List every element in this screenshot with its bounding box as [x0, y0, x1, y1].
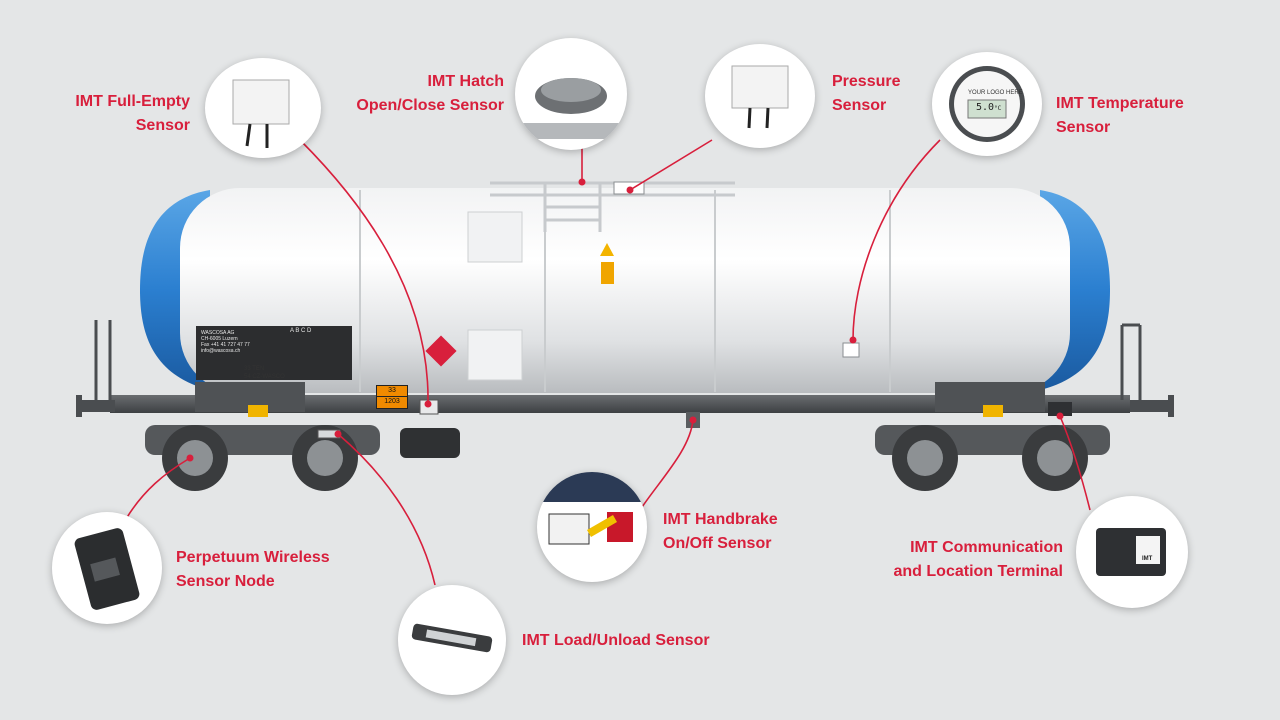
- load-unload-sensor-bubble: [398, 585, 506, 695]
- label-perpetuum-line2: Sensor Node: [176, 573, 275, 590]
- bogie-marker-left: [248, 405, 268, 417]
- underframe: [110, 395, 1130, 413]
- handbrake-icon: [537, 472, 647, 545]
- temp-reading-value: 5.0: [976, 102, 995, 113]
- label-hatch-line2: Open/Close Sensor: [356, 97, 504, 114]
- air-reservoir: [400, 428, 460, 458]
- label-temperature: IMT Temperature Sensor: [1056, 92, 1184, 140]
- label-communication-line1: IMT Communication: [910, 539, 1063, 556]
- tank-body: [180, 188, 1070, 393]
- label-temperature-line1: IMT Temperature: [1056, 95, 1184, 112]
- comm-brand: IMT: [1142, 556, 1153, 562]
- leader-dots: [186, 178, 1064, 462]
- hatch-icon: [520, 78, 622, 139]
- label-perpetuum: Perpetuum Wireless Sensor Node: [176, 546, 330, 594]
- pressure-box-icon: [731, 65, 789, 129]
- perpetuum-node-icon: [74, 528, 140, 610]
- tank-code-2: 54 CZ-WASCO: [244, 374, 285, 380]
- tank-temperature-device: [842, 342, 860, 358]
- label-temperature-line2: Sensor: [1056, 119, 1111, 136]
- pressure-sensor-bubble: [705, 44, 815, 148]
- communication-terminal-bubble: IMT: [1076, 496, 1188, 608]
- label-handbrake: IMT Handbrake On/Off Sensor: [663, 508, 778, 556]
- label-communication-line2: and Location Terminal: [893, 563, 1064, 580]
- leader-load-unload: [337, 433, 436, 586]
- temp-unit: °C: [994, 105, 1002, 112]
- leader-handbrake: [639, 419, 694, 511]
- buffer-right: [1130, 395, 1174, 417]
- lower-valve-panel: [467, 329, 523, 381]
- end-ladder-right: [1120, 323, 1142, 400]
- temperature-sensor-bubble: YOUR LOGO HERE 5.0°C: [932, 52, 1042, 156]
- label-pressure-line2: Sensor: [832, 97, 887, 114]
- label-pressure-line1: Pressure: [832, 73, 901, 90]
- label-full-empty: IMT Full-Empty Sensor: [40, 90, 190, 138]
- end-ladder-left: [94, 320, 112, 400]
- top-walkway: [490, 181, 735, 232]
- hazard-top: 33: [388, 387, 396, 394]
- load-unload-icon: [411, 623, 493, 653]
- leader-pressure: [629, 139, 713, 191]
- label-full-empty-line2: Sensor: [135, 117, 190, 134]
- label-pressure: Pressure Sensor: [832, 70, 901, 118]
- label-load-unload-line1: IMT Load/Unload Sensor: [522, 632, 710, 649]
- label-load-unload: IMT Load/Unload Sensor: [522, 629, 710, 653]
- tank-code: 33 TEN: [244, 366, 265, 372]
- hazard-panel: 33 1203: [376, 385, 408, 409]
- handbrake-sensor-bubble: [537, 472, 647, 582]
- comm-terminal-icon: [1096, 528, 1166, 576]
- full-empty-sensor-bubble: [205, 58, 321, 158]
- label-communication: IMT Communication and Location Terminal: [880, 536, 1064, 584]
- hazard-diamond: [425, 335, 457, 367]
- perpetuum-sensor-bubble: [52, 512, 162, 624]
- plate-code: A B C D: [290, 328, 312, 334]
- plate-fax: Fax +41 41 727 47 77: [201, 342, 250, 348]
- label-perpetuum-line1: Perpetuum Wireless: [176, 549, 330, 566]
- tank-plate-text: WASCOSA AG CH-6005 Luzern Fax +41 41 727…: [201, 330, 250, 354]
- plate-city: CH-6005 Luzern: [201, 336, 238, 342]
- temp-screen-brand: YOUR LOGO HERE: [968, 90, 1023, 96]
- label-handbrake-line1: IMT Handbrake: [663, 511, 778, 528]
- plate-company: WASCOSA AG: [201, 330, 235, 336]
- tank-data-plate: [196, 326, 352, 380]
- full-empty-box-icon: [232, 79, 290, 148]
- hatch-sensor-bubble: [515, 38, 627, 150]
- frame-comms-device: [1048, 402, 1072, 416]
- bogie-marker-right: [983, 405, 1003, 417]
- bogie-left: [145, 425, 380, 491]
- thermometer-icon: [949, 66, 1025, 142]
- leader-full-empty: [299, 139, 429, 405]
- hazard-bottom: 1203: [377, 396, 407, 407]
- label-hatch: IMT Hatch Open/Close Sensor: [340, 70, 504, 118]
- label-full-empty-line1: IMT Full-Empty: [75, 93, 190, 110]
- temp-reading: 5.0°C: [976, 102, 1001, 113]
- leader-communication: [1059, 415, 1091, 511]
- bogie-right: [875, 425, 1110, 491]
- buffer-left: [76, 395, 115, 417]
- plate-web: info@wascosa.ch: [201, 348, 241, 354]
- label-handbrake-line2: On/Off Sensor: [663, 535, 772, 552]
- leader-temperature: [852, 139, 941, 341]
- label-hatch-line1: IMT Hatch: [427, 73, 504, 90]
- warning-sign: [600, 243, 614, 284]
- valve-panel: [467, 211, 523, 263]
